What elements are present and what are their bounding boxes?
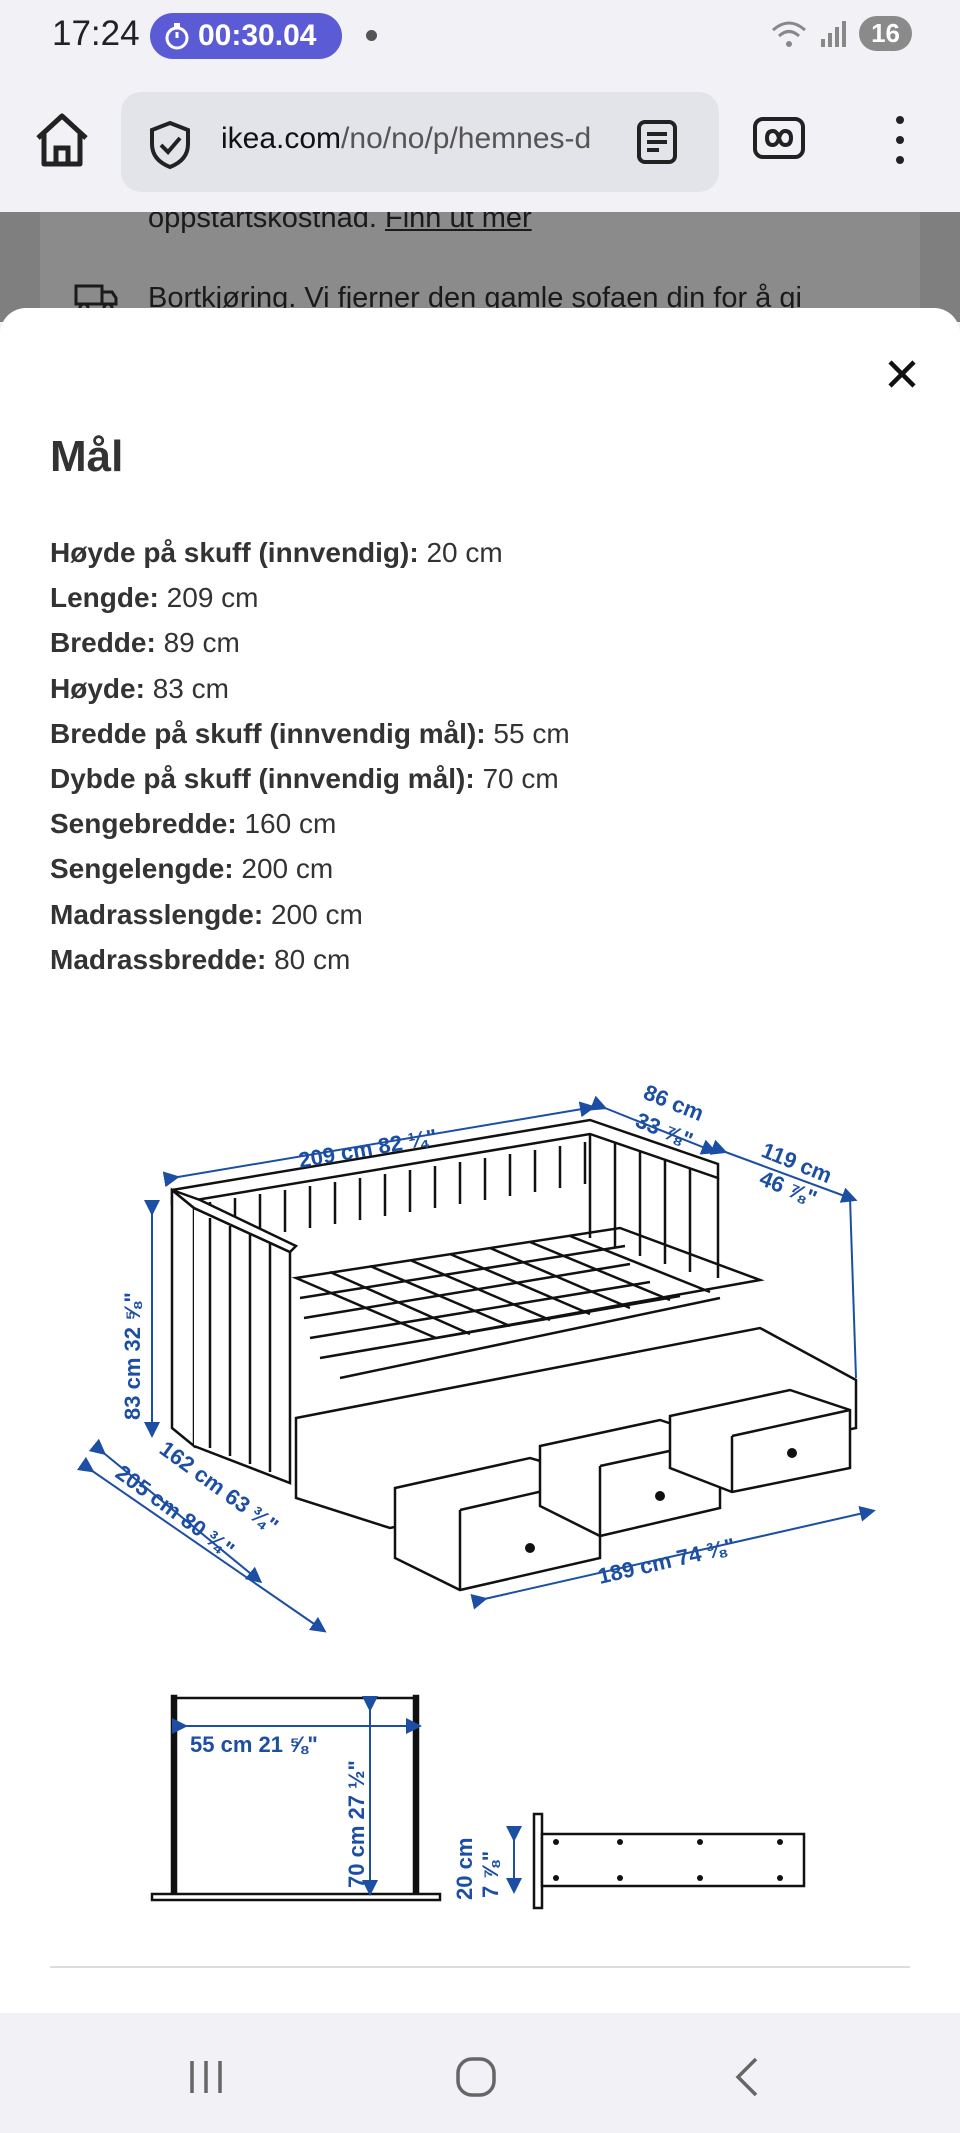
page-backdrop[interactable]: oppstartskostnad. Finn ut mer Bortkjørin… bbox=[0, 212, 960, 322]
dimension-row: Sengelengde: 200 cm bbox=[50, 853, 334, 885]
dimension-row: Madrassbredde: 80 cm bbox=[50, 943, 351, 975]
tabs-icon[interactable] bbox=[752, 116, 806, 160]
dimension-row: Lengde: 209 cm bbox=[50, 582, 259, 614]
drawer-side-illustration bbox=[532, 1812, 806, 1910]
address-bar[interactable]: ikea.com/no/no/p/hemnes-d bbox=[121, 92, 719, 192]
system-navigation-bar bbox=[0, 2013, 960, 2133]
dimension-row: Dybde på skuff (innvendig mål): 70 cm bbox=[50, 762, 559, 794]
wifi-icon bbox=[772, 21, 807, 47]
notification-dot-icon bbox=[366, 30, 377, 41]
signal-icon bbox=[821, 20, 847, 47]
stopwatch-icon bbox=[165, 23, 189, 50]
dimensions-sheet: Mål Høyde på skuff (innvendig): 20 cm Le… bbox=[0, 308, 960, 2013]
dimension-row: Madrasslengde: 200 cm bbox=[50, 898, 363, 930]
status-time: 17:24 bbox=[52, 14, 140, 53]
dimension-row: Bredde på skuff (innvendig mål): 55 cm bbox=[50, 717, 570, 749]
dimension-drawing: 209 cm 82 ¼" 86 cm 33 ⅞" 119 cm 46 ⅞" 83… bbox=[76, 1079, 876, 1910]
back-icon[interactable] bbox=[730, 2055, 762, 2099]
divider bbox=[50, 1966, 910, 1968]
drawer-knob-icon bbox=[787, 1448, 797, 1458]
drawer-dimension-lines bbox=[172, 1696, 422, 1896]
url-path: /no/no/p/hemnes-d bbox=[341, 122, 592, 155]
dimension-row: Bredde: 89 cm bbox=[50, 627, 240, 659]
recent-apps-icon[interactable] bbox=[188, 2057, 228, 2097]
close-icon[interactable] bbox=[876, 348, 928, 400]
background-card bbox=[40, 212, 920, 322]
dim-label-height: 83 cm 32 ⅝" bbox=[120, 1292, 145, 1420]
drawer-knob-icon bbox=[655, 1491, 665, 1501]
url-host: ikea.com bbox=[221, 122, 342, 155]
timer-chip[interactable]: 00:30.04 bbox=[150, 13, 342, 59]
dimension-lines bbox=[76, 1095, 876, 1633]
finn-ut-mer-link: Finn ut mer bbox=[384, 212, 532, 234]
shield-check-icon[interactable] bbox=[147, 120, 193, 170]
background-text-line: oppstartskostnad. Finn ut mer bbox=[148, 212, 532, 235]
more-menu-icon[interactable] bbox=[880, 112, 920, 168]
sheet-title: Mål bbox=[50, 432, 124, 481]
dimensions-list: Høyde på skuff (innvendig): 20 cm Lengde… bbox=[50, 530, 910, 982]
battery-badge: 16 bbox=[859, 16, 912, 51]
drawer-side-screws bbox=[553, 1839, 783, 1881]
dim-label-drawer-height-in: 7 ⅞" bbox=[478, 1851, 503, 1898]
home-nav-icon[interactable] bbox=[454, 2055, 498, 2099]
url-text[interactable]: ikea.com/no/no/p/hemnes-d bbox=[221, 122, 611, 156]
dim-label-length-bottom: 189 cm 74 ⅜" bbox=[596, 1533, 738, 1589]
timer-value: 00:30.04 bbox=[198, 19, 317, 52]
drawer-knob-icon bbox=[525, 1543, 535, 1553]
dim-label-drawer-width: 55 cm 21 ⅝" bbox=[190, 1732, 318, 1757]
dimension-row: Høyde på skuff (innvendig): 20 cm bbox=[50, 537, 503, 568]
dimension-row: Høyde: 83 cm bbox=[50, 672, 229, 704]
status-bar: 17:24 00:30.04 16 bbox=[0, 0, 960, 72]
reader-mode-icon[interactable] bbox=[633, 118, 681, 166]
browser-toolbar: ikea.com/no/no/p/hemnes-d bbox=[0, 72, 960, 212]
dim-label-drawer-depth: 70 cm 27 ½" bbox=[344, 1760, 369, 1888]
dim-label-drawer-height-cm: 20 cm bbox=[452, 1838, 477, 1900]
home-icon[interactable] bbox=[30, 108, 94, 172]
dimension-row: Sengebredde: 160 cm bbox=[50, 808, 337, 840]
daybed-illustration bbox=[170, 1118, 858, 1592]
